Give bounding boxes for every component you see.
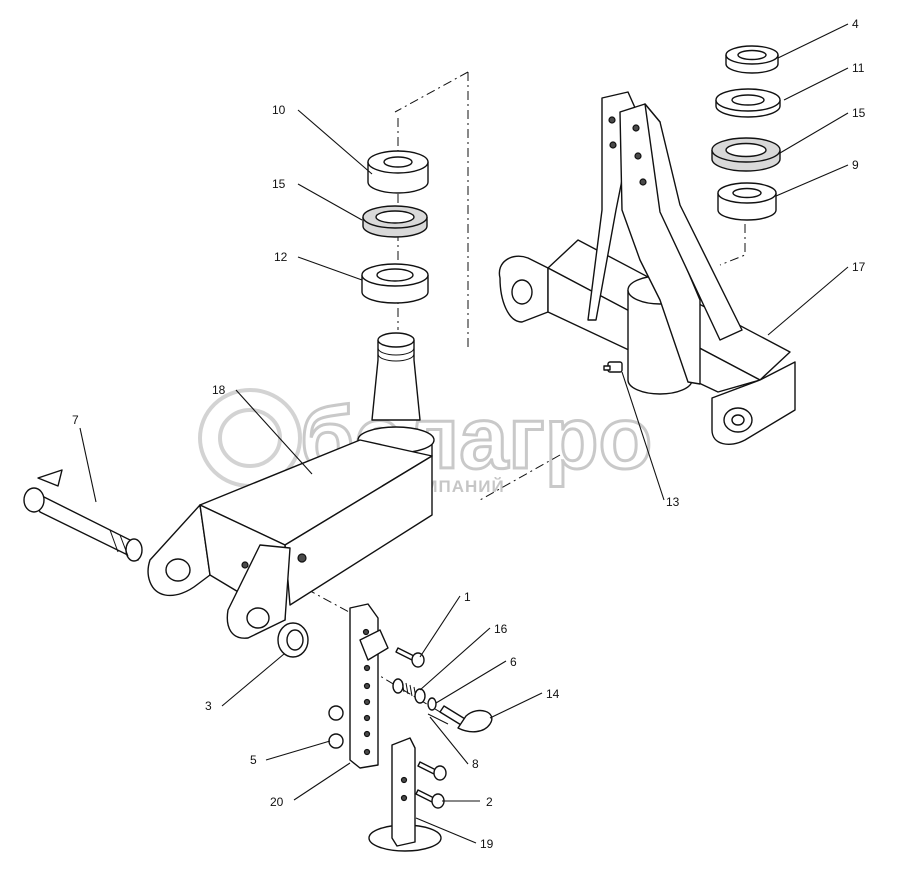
callout-9: 9 (852, 158, 859, 172)
race-12 (361, 263, 429, 304)
locking-pin-8 (427, 713, 449, 725)
callout-15-left: 15 (272, 177, 286, 191)
spring-16 (392, 678, 426, 704)
axle-pin-7 (23, 469, 143, 562)
callout-3: 3 (205, 699, 212, 713)
callout-19: 19 (480, 837, 494, 851)
callout-2: 2 (486, 795, 493, 809)
stand-bracket-20 (349, 603, 389, 769)
callout-labels: 4 11 15 9 17 10 15 12 18 7 13 1 16 6 14 … (72, 17, 866, 851)
bolt-1 (395, 647, 425, 668)
bearing-10 (367, 150, 429, 194)
bolts-2 (415, 761, 447, 809)
callout-13: 13 (666, 495, 680, 509)
callout-17: 17 (852, 260, 866, 274)
support-arm-18 (147, 332, 435, 639)
callout-12: 12 (274, 250, 288, 264)
callout-18: 18 (212, 383, 226, 397)
callout-6: 6 (510, 655, 517, 669)
callout-11: 11 (852, 61, 865, 75)
swivel-bracket-17 (498, 91, 796, 446)
callout-7: 7 (72, 413, 79, 427)
castle-nut-3 (277, 622, 309, 658)
seal-ring-15-right (711, 137, 781, 172)
seal-ring-15-left (362, 205, 428, 238)
washer-6 (427, 697, 437, 711)
callout-8: 8 (472, 757, 479, 771)
washer-11 (715, 88, 781, 118)
stand-foot-19 (368, 737, 442, 852)
handle-14 (439, 705, 493, 733)
leader-lines (79, 23, 849, 844)
callout-16: 16 (494, 622, 508, 636)
bearing-9 (717, 182, 777, 221)
callout-15-right: 15 (852, 106, 866, 120)
nuts-5 (328, 705, 344, 749)
callout-1: 1 (464, 590, 471, 604)
callout-14: 14 (546, 687, 560, 701)
callout-5: 5 (250, 753, 257, 767)
callout-10: 10 (272, 103, 286, 117)
callout-20: 20 (270, 795, 284, 809)
nut-4 (725, 45, 779, 74)
callout-4: 4 (852, 17, 859, 31)
